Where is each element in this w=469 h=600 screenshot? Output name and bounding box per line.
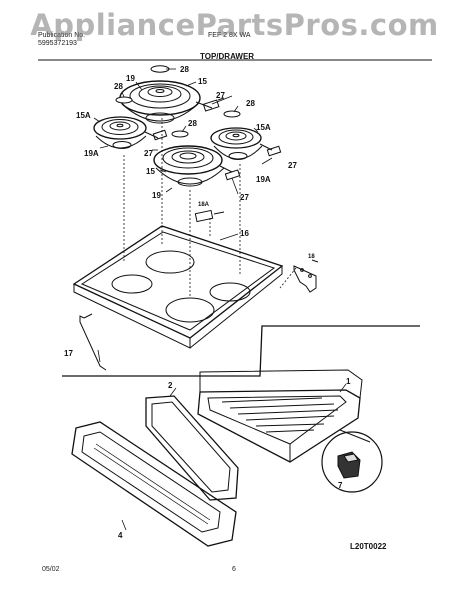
callout-27-d: 27	[240, 193, 249, 202]
model-reference: FEF 2 8X WA	[208, 32, 251, 39]
watermark-text: AppliancePartsPros.com	[30, 8, 439, 42]
burner-receptacle-27-left	[152, 129, 168, 141]
trim-ring-28-d	[171, 130, 189, 138]
screw-18	[311, 259, 319, 263]
callout-15-a: 15	[198, 77, 207, 86]
trim-ring-28-c	[223, 110, 241, 118]
drawer-1	[197, 369, 363, 463]
callout-17: 17	[64, 349, 73, 358]
terminal-block-18A	[194, 209, 225, 223]
callout-leaders	[93, 68, 347, 531]
drawing-code: L20T0022	[350, 542, 387, 551]
callout-27-b: 27	[144, 149, 153, 158]
callout-7: 7	[338, 481, 343, 490]
burner-element-15-top	[119, 80, 213, 116]
callout-1: 1	[346, 377, 351, 386]
callout-15A-b: 15A	[256, 123, 271, 132]
burner-element-15A-right	[210, 127, 273, 151]
callout-19-b: 19	[152, 191, 161, 200]
drip-pan-19A-right	[213, 145, 263, 160]
footer-date: 05/02	[42, 566, 60, 573]
footer-page-number: 6	[232, 566, 236, 573]
callout-19A-b: 19A	[256, 175, 271, 184]
callout-2: 2	[168, 381, 173, 390]
callout-28-a: 28	[180, 65, 189, 74]
callout-19-a: 19	[126, 74, 135, 83]
callout-15-b: 15	[146, 167, 155, 176]
trim-ring-28-b	[115, 96, 133, 104]
cooktop-16	[72, 225, 284, 349]
callout-4: 4	[118, 531, 123, 540]
detail-glide-7	[321, 429, 383, 493]
drip-pan-19A-left	[95, 135, 147, 149]
drip-pan-19-top	[121, 103, 199, 124]
burner-element-15A-left	[93, 116, 159, 140]
callout-28-c: 28	[246, 99, 255, 108]
rod-17	[79, 313, 107, 371]
callout-15A-a: 15A	[76, 111, 91, 120]
callout-28-b: 28	[114, 82, 123, 91]
callout-19A-a: 19A	[84, 149, 99, 158]
callout-27-a: 27	[216, 91, 225, 100]
callout-16: 16	[240, 229, 249, 238]
publication-label: Publication No.	[38, 32, 86, 39]
burner-element-15-front	[153, 145, 233, 175]
drawer-panel-4	[71, 421, 237, 547]
drip-pan-19-front	[155, 167, 225, 187]
section-title: TOP/DRAWER	[200, 52, 255, 61]
burner-receptacle-27-top	[202, 97, 225, 112]
callout-27-c: 27	[288, 161, 297, 170]
burner-receptacle-27-front	[224, 169, 241, 181]
assembly-guide-lines	[123, 118, 297, 296]
burner-receptacle-27-right	[266, 145, 282, 157]
callout-28-d: 28	[188, 119, 197, 128]
callout-18: 18	[308, 254, 315, 260]
bracket-18	[293, 265, 317, 293]
drawer-frame-2	[145, 395, 239, 501]
callout-18A: 18A	[198, 202, 210, 208]
section-divider	[62, 325, 420, 377]
publication-number: 5995372193	[38, 40, 77, 47]
